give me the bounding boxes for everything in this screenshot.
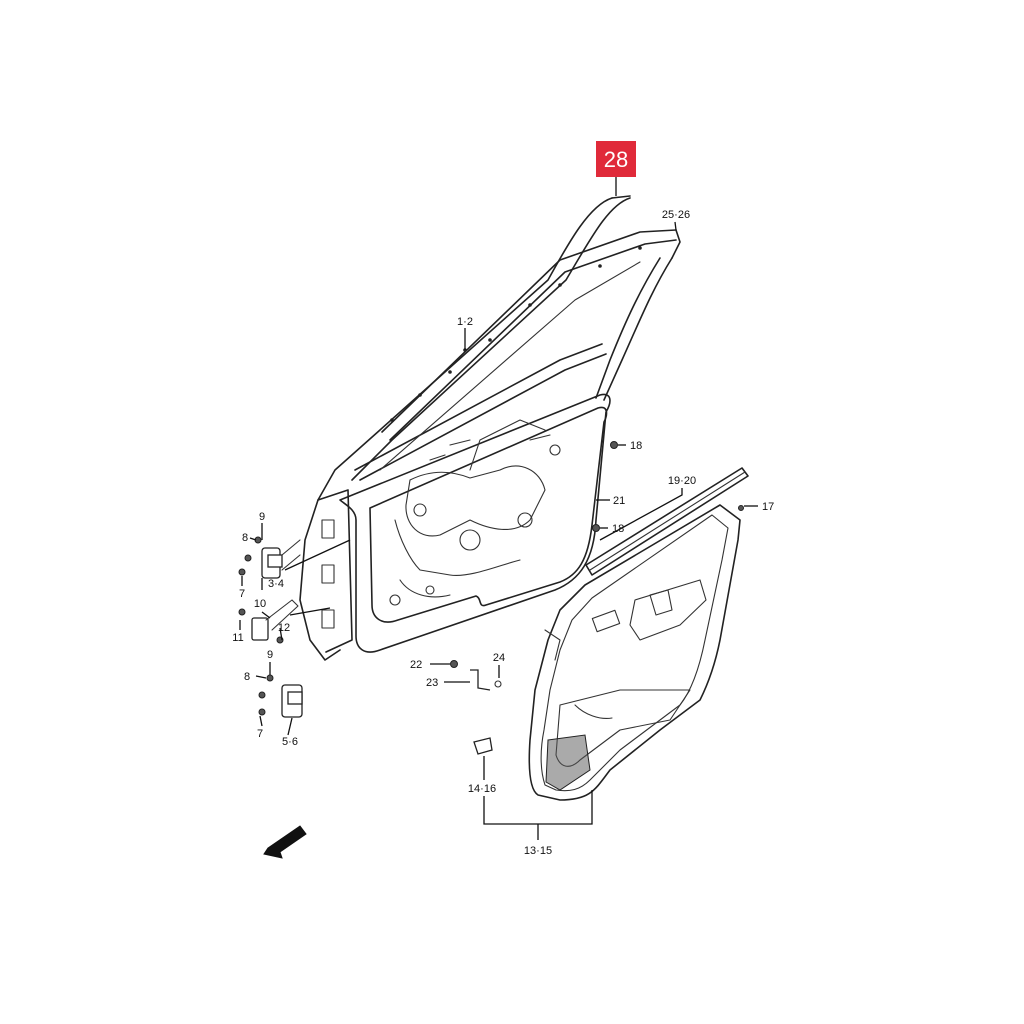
callout-12: 12 bbox=[278, 622, 290, 634]
callout-8-upper: 8 bbox=[242, 532, 248, 544]
front-direction-arrow-icon: FR bbox=[263, 825, 307, 859]
leader-lines bbox=[239, 221, 758, 840]
callout-labels: 25·26 1·2 18 18 21 19·20 17 9 8 3·4 7 10… bbox=[232, 209, 774, 857]
callout-9-upper: 9 bbox=[259, 511, 265, 523]
callout-21: 21 bbox=[613, 495, 625, 507]
lower-hinge bbox=[258, 674, 303, 718]
callout-22: 22 bbox=[410, 659, 422, 671]
door-panel bbox=[299, 195, 681, 661]
section-badge: 28 bbox=[596, 141, 636, 177]
callout-18-lower: 18 bbox=[612, 523, 624, 535]
callout-14-16: 14·16 bbox=[468, 783, 496, 795]
callout-7-upper: 7 bbox=[239, 588, 245, 600]
callout-8-lower: 8 bbox=[244, 671, 250, 683]
callout-1-2: 1·2 bbox=[457, 316, 473, 328]
callout-13-15: 13·15 bbox=[524, 845, 552, 857]
fasteners bbox=[450, 441, 744, 755]
callout-18-upper: 18 bbox=[630, 440, 642, 452]
callout-19-20: 19·20 bbox=[668, 475, 696, 487]
callout-3-4: 3·4 bbox=[268, 578, 284, 590]
door-trim-panel bbox=[528, 504, 741, 801]
upper-hinge bbox=[238, 536, 301, 579]
callout-10: 10 bbox=[254, 598, 266, 610]
belt-molding bbox=[585, 467, 749, 576]
callout-24: 24 bbox=[493, 652, 505, 664]
callout-11: 11 bbox=[232, 632, 243, 644]
callout-9-lower: 9 bbox=[267, 649, 273, 661]
section-badge-number: 28 bbox=[604, 147, 628, 172]
callout-5-6: 5·6 bbox=[282, 736, 298, 748]
callout-25-26: 25·26 bbox=[662, 209, 690, 221]
callout-23: 23 bbox=[426, 677, 438, 689]
callout-17: 17 bbox=[762, 501, 774, 513]
callout-7-lower: 7 bbox=[257, 728, 263, 740]
